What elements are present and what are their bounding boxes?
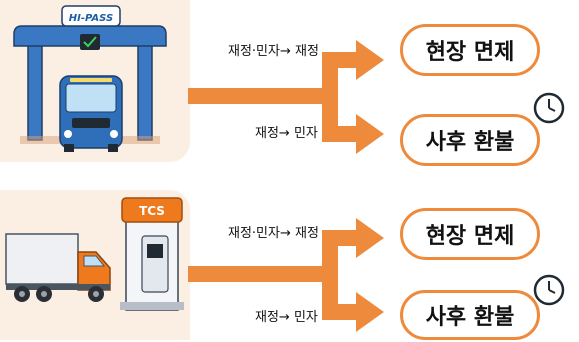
truck-icon — [5, 233, 111, 302]
bottom-result-onsite: 현장 면제 — [400, 208, 540, 260]
arrow-icon — [188, 40, 384, 154]
tcs-booth-icon — [120, 197, 184, 311]
top-route-mixed-label: 재정·민자→ 재정 — [228, 44, 319, 59]
bottom-route-mixed-label: 재정·민자→ 재정 — [228, 226, 319, 241]
bottom-route-private-label: 재정→ 민자 — [255, 310, 318, 325]
clock-icon — [533, 92, 565, 124]
hipass-sign-text: HI-PASS — [69, 13, 113, 24]
top-result-onsite: 현장 면제 — [400, 24, 540, 76]
top-route-private-label: 재정→ 민자 — [255, 126, 318, 141]
top-result-refund: 사후 환불 — [400, 114, 540, 166]
bottom-result-refund: 사후 환불 — [400, 290, 540, 340]
arrow-icon-bottom — [188, 218, 384, 332]
bus-icon — [59, 75, 123, 152]
clock-icon-bottom — [533, 274, 565, 306]
tcs-sign-text: TCS — [139, 204, 165, 218]
